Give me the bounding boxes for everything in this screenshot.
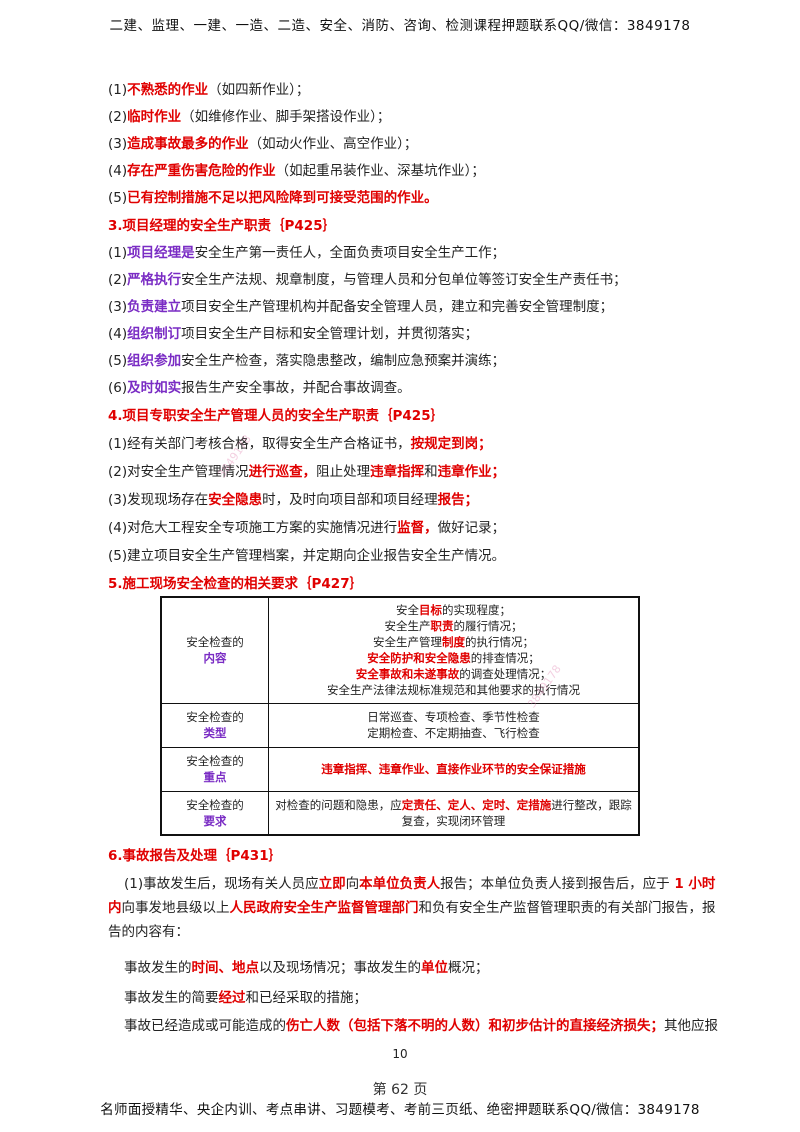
table-row: 安全检查的类型 日常巡查、专项检查、季节性检查定期检查、不定期抽查、飞行检查: [160, 702, 640, 748]
list-item: (2)临时作业（如维修作业、脚手架搭设作业）；: [108, 107, 390, 127]
item-highlight: 已有控制措施不足以把风险降到可接受范围的作业。: [127, 190, 438, 206]
page-label: 第 62 页: [372, 1082, 428, 1098]
item-highlight: 组织参加: [127, 353, 182, 369]
table-row: 安全检查的重点 违章指挥、违章作业、直接作业环节的安全保证措施: [160, 746, 640, 792]
item-text: （如起重吊装作业、深基坑作业）；: [275, 163, 485, 179]
section-4-item-3: (3)发现现场存在安全隐患时，及时向项目部和项目经理报告；: [108, 492, 479, 508]
table-row: 安全检查的要求 对检查的问题和隐患，应定责任、定人、定时、定措施进行整改，跟踪复…: [160, 790, 640, 836]
item-highlight: 不熟悉的作业: [127, 82, 209, 98]
list-item: (3)造成事故最多的作业（如动火作业、高空作业）；: [108, 134, 417, 154]
section-3-title: 3.项目经理的安全生产职责｛P425｝: [108, 218, 337, 234]
item-number: (2): [108, 109, 128, 125]
section-6-line-2: 事故发生的时间、地点以及现场情况；事故发生的单位概况；: [124, 960, 489, 976]
item-highlight: 存在严重伤害危险的作业: [127, 163, 276, 179]
page-number: 10: [392, 1047, 408, 1061]
item-text: 报告生产安全事故，并配合事故调查。: [181, 380, 411, 396]
table-row: 安全检查的内容 安全目标的实现程度； 安全生产职责的履行情况； 安全生产管理制度…: [160, 596, 640, 704]
item-text: 安全生产法规、规章制度，与管理人员和分包单位等签订安全生产责任书；: [181, 272, 627, 288]
item-text: （如维修作业、脚手架搭设作业）；: [181, 109, 391, 125]
section-4-item-5: (5)建立项目安全生产管理档案，并定期向企业报告安全生产情况。: [108, 548, 506, 564]
list-item: (4)组织制订项目安全生产目标和安全管理计划，并贯彻落实；: [108, 324, 478, 344]
row-value-content: 安全目标的实现程度； 安全生产职责的履行情况； 安全生产管理制度的执行情况； 安…: [268, 596, 640, 704]
item-text: 安全生产检查，落实隐患整改，编制应急预案并演练；: [181, 353, 506, 369]
list-item: (5)已有控制措施不足以把风险降到可接受范围的作业。: [108, 188, 438, 208]
item-highlight: 造成事故最多的作业: [127, 136, 249, 152]
row-label-focus: 安全检查的重点: [160, 746, 269, 792]
section-4-item-2: (2)对安全生产管理情况进行巡查，阻止处理违章指挥和违章作业；: [108, 464, 506, 480]
list-item: (6)及时如实报告生产安全事故，并配合事故调查。: [108, 378, 411, 398]
item-number: (5): [108, 190, 128, 206]
item-number: (3): [108, 299, 128, 315]
item-number: (3): [108, 136, 128, 152]
list-item: (1)不熟悉的作业（如四新作业）；: [108, 80, 309, 100]
section-4-title: 4.项目专职安全生产管理人员的安全生产职责｛P425｝: [108, 408, 445, 424]
page-header: 二建、监理、一建、一造、二造、安全、消防、咨询、检测课程押题联系QQ/微信：38…: [109, 18, 691, 34]
section-6-paragraph-1: (1)事故发生后，现场有关人员应立即向本单位负责人报告；本单位负责人接到报告后，…: [108, 876, 716, 940]
item-number: (1): [108, 82, 128, 98]
item-number: (1): [108, 245, 128, 261]
section-4-item-4: (4)对危大工程安全专项施工方案的实施情况进行监督，做好记录；: [108, 520, 506, 536]
safety-check-table: 安全检查的内容 安全目标的实现程度； 安全生产职责的履行情况； 安全生产管理制度…: [160, 596, 640, 836]
list-item: (2)严格执行安全生产法规、规章制度，与管理人员和分包单位等签订安全生产责任书；: [108, 270, 627, 290]
row-label-type: 安全检查的类型: [160, 702, 269, 748]
item-number: (4): [108, 163, 128, 179]
list-item: (1)项目经理是安全生产第一责任人，全面负责项目安全生产工作；: [108, 243, 505, 263]
row-value-requirement: 对检查的问题和隐患，应定责任、定人、定时、定措施进行整改，跟踪复查，实现闭环管理: [268, 790, 640, 836]
item-text: 安全生产第一责任人，全面负责项目安全生产工作；: [194, 245, 506, 261]
item-text: 项目安全生产管理机构并配备安全管理人员，建立和完善安全管理制度；: [181, 299, 614, 315]
item-number: (4): [108, 326, 128, 342]
item-highlight: 严格执行: [127, 272, 182, 288]
item-highlight: 临时作业: [127, 109, 182, 125]
section-6-line-3: 事故发生的简要经过和已经采取的措施；: [124, 990, 367, 1006]
item-text: （如四新作业）；: [208, 82, 310, 98]
row-value-type: 日常巡查、专项检查、季节性检查定期检查、不定期抽查、飞行检查: [268, 702, 640, 748]
item-highlight: 负责建立: [127, 299, 182, 315]
row-value-focus: 违章指挥、违章作业、直接作业环节的安全保证措施: [268, 746, 640, 792]
section-6-line-4: 事故已经造成或可能造成的伤亡人数（包括下落不明的人数）和初步估计的直接经济损失；…: [124, 1018, 718, 1034]
item-highlight: 项目经理是: [127, 245, 195, 261]
section-4-item-1: (1)经有关部门考核合格，取得安全生产合格证书，按规定到岗；: [108, 436, 492, 452]
section-6-title: 6.事故报告及处理｛P431｝: [108, 848, 283, 864]
item-number: (2): [108, 272, 128, 288]
row-label-requirement: 安全检查的要求: [160, 790, 269, 836]
row-label-content: 安全检查的内容: [160, 596, 269, 704]
item-number: (5): [108, 353, 128, 369]
section-5-title: 5.施工现场安全检查的相关要求｛P427｝: [108, 576, 364, 592]
list-item: (5)组织参加安全生产检查，落实隐患整改，编制应急预案并演练；: [108, 351, 505, 371]
page-footer: 名师面授精华、央企内训、考点串讲、习题模考、考前三页纸、绝密押题联系QQ/微信：…: [100, 1102, 700, 1118]
item-text: （如动火作业、高空作业）；: [248, 136, 418, 152]
item-text: 项目安全生产目标和安全管理计划，并贯彻落实；: [181, 326, 479, 342]
item-number: (6): [108, 380, 128, 396]
item-highlight: 及时如实: [127, 380, 182, 396]
list-item: (4)存在严重伤害危险的作业（如起重吊装作业、深基坑作业）；: [108, 161, 485, 181]
list-item: (3)负责建立项目安全生产管理机构并配备安全管理人员，建立和完善安全管理制度；: [108, 297, 613, 317]
item-highlight: 组织制订: [127, 326, 182, 342]
